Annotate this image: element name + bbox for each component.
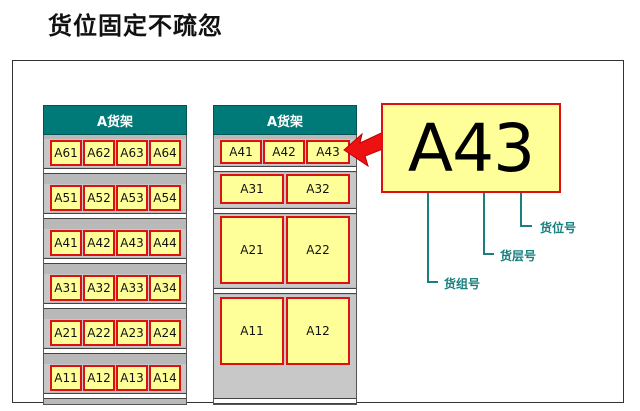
cell-a32: A32 [83, 275, 115, 301]
layer-label: 货层号 [500, 249, 537, 263]
cell-a54: A54 [149, 185, 181, 211]
shelf-b-body: A41 A42 A43 A31 A32 A21 A22 A11 A12 [213, 135, 357, 405]
shelf-divider [44, 213, 186, 219]
location-code-text: A43 [407, 109, 535, 187]
cell-a21: A21 [50, 320, 82, 346]
cell-a21: A21 [220, 216, 284, 284]
cell-a41: A41 [220, 140, 262, 164]
cell-a64: A64 [149, 140, 181, 166]
cell-a11: A11 [50, 365, 82, 391]
position-leader-line [520, 185, 532, 227]
shelf-b-header: A货架 [213, 105, 357, 135]
cell-a24: A24 [149, 320, 181, 346]
cell-a13: A13 [116, 365, 148, 391]
shelf-a-header: A货架 [43, 105, 187, 135]
group-label: 货组号 [444, 277, 481, 291]
cell-a22: A22 [286, 216, 350, 284]
shelf-divider [44, 348, 186, 354]
cell-a43: A43 [306, 140, 350, 164]
cell-a42: A42 [263, 140, 305, 164]
cell-a33: A33 [116, 275, 148, 301]
cell-a41: A41 [50, 230, 82, 256]
cell-a42: A42 [83, 230, 115, 256]
position-label: 货位号 [540, 221, 577, 235]
cell-a12: A12 [286, 297, 350, 365]
location-code-box: A43 [381, 103, 561, 193]
shelf-b-level-2: A21 A22 [214, 215, 356, 287]
cell-a31: A31 [50, 275, 82, 301]
shelf-b: A货架 A41 A42 A43 A31 A32 A21 A22 A11 A12 [213, 105, 357, 405]
cell-a61: A61 [50, 140, 82, 166]
shelf-divider [44, 258, 186, 264]
cell-a51: A51 [50, 185, 82, 211]
shelf-b-level-3: A31 A32 [214, 173, 356, 207]
cell-a12: A12 [83, 365, 115, 391]
shelf-b-level-4: A41 A42 A43 [214, 139, 356, 165]
cell-a32: A32 [286, 174, 350, 204]
cell-a11: A11 [220, 297, 284, 365]
cell-a22: A22 [83, 320, 115, 346]
shelf-divider [214, 208, 356, 214]
cell-a52: A52 [83, 185, 115, 211]
shelf-b-level-1: A11 A12 [214, 295, 356, 399]
shelf-divider [44, 303, 186, 309]
shelf-divider [44, 168, 186, 174]
cell-a34: A34 [149, 275, 181, 301]
cell-a31: A31 [220, 174, 284, 204]
cell-a43: A43 [116, 230, 148, 256]
shelf-divider [214, 166, 356, 172]
cell-a44: A44 [149, 230, 181, 256]
shelf-divider [214, 398, 356, 404]
cell-a63: A63 [116, 140, 148, 166]
cell-a53: A53 [116, 185, 148, 211]
cell-a62: A62 [83, 140, 115, 166]
layer-leader-line [483, 185, 494, 255]
page-title: 货位固定不疏忽 [48, 12, 223, 40]
shelf-divider [44, 393, 186, 399]
group-leader-line [427, 185, 438, 283]
cell-a14: A14 [149, 365, 181, 391]
shelf-divider [214, 288, 356, 294]
cell-a23: A23 [116, 320, 148, 346]
